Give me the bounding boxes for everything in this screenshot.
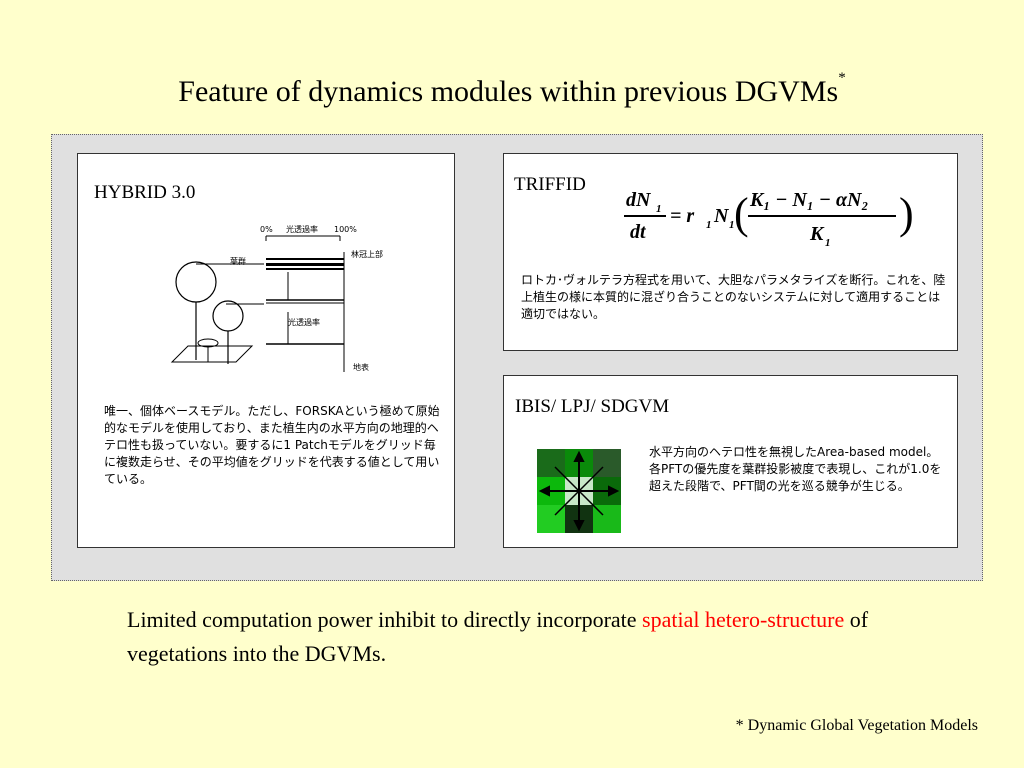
slide-title: Feature of dynamics modules within previ… <box>0 66 1024 112</box>
eq-rhs-n-sub: 1 <box>729 219 735 231</box>
eq-lhs-num: dN <box>626 189 652 211</box>
diagram-label-leaf-group: 葉群 <box>230 256 246 266</box>
lotka-volterra-equation: dN 1 dt = r 1 N 1 ( K₁ − N₁ − αN₂ K 1 ) <box>624 189 914 249</box>
title-footnote-mark: * <box>838 70 846 86</box>
ibis-box: IBIS/ LPJ/ SDGVM 水平方向のヘテロ性を無視したArea-base… <box>503 375 958 548</box>
svg-text:(: ( <box>734 189 749 238</box>
conclusion-after: of vegetations into the DGVMs. <box>127 607 869 666</box>
eq-rhs-prefix-sub: 1 <box>706 219 712 231</box>
slide-title-text: Feature of dynamics modules within previ… <box>178 75 839 108</box>
eq-rhs-n: N <box>713 205 730 227</box>
eq-frac-den: K <box>809 223 825 245</box>
conclusion-highlight: spatial hetero-structure <box>642 607 845 632</box>
diagram-label-light-top: 光透過率 <box>286 224 318 234</box>
footnote: * Dynamic Global Vegetation Models <box>735 717 978 734</box>
grid-competition-icon <box>537 449 621 533</box>
hybrid-box: HYBRID 3.0 0% 光透過率 100% 葉群 林冠上部 光透過率 地表 <box>77 153 455 548</box>
diagram-label-100pct: 100% <box>334 225 357 234</box>
conclusion-before: Limited computation power inhibit to dir… <box>127 607 643 632</box>
triffid-title: TRIFFID <box>514 174 586 195</box>
canopy-light-diagram: 0% 光透過率 100% 葉群 林冠上部 光透過率 地表 <box>148 212 408 372</box>
conclusion-text: Limited computation power inhibit to dir… <box>127 603 927 671</box>
eq-frac-den-sub: 1 <box>825 237 831 249</box>
hybrid-description: 唯一、個体ベースモデル。ただし、FORSKAという極めて原始的なモデルを使用して… <box>104 404 440 486</box>
diagram-label-ground: 地表 <box>353 362 369 372</box>
eq-lhs-den: dt <box>630 221 647 243</box>
diagram-label-light-mid: 光透過率 <box>288 317 320 327</box>
eq-frac-num: K₁ − N₁ − αN₂ <box>749 189 868 211</box>
triffid-description: ロトカ･ヴォルテラ方程式を用いて、大胆なパラメタライズを断行。これを、陸上植生の… <box>521 273 946 321</box>
eq-lhs-num-sub: 1 <box>656 203 662 215</box>
diagram-label-canopy-top: 林冠上部 <box>351 249 383 259</box>
triffid-box: TRIFFID dN 1 dt = r 1 N 1 ( K₁ − N₁ − αN… <box>503 153 958 351</box>
ibis-title: IBIS/ LPJ/ SDGVM <box>515 396 670 417</box>
eq-rhs-prefix: = r <box>670 205 694 227</box>
diagram-label-0pct: 0% <box>260 225 273 234</box>
svg-text:): ) <box>899 189 914 238</box>
hybrid-title: HYBRID 3.0 <box>94 182 196 203</box>
ibis-description: 水平方向のヘテロ性を無視したArea-based model。各PFTの優先度を… <box>649 445 942 493</box>
